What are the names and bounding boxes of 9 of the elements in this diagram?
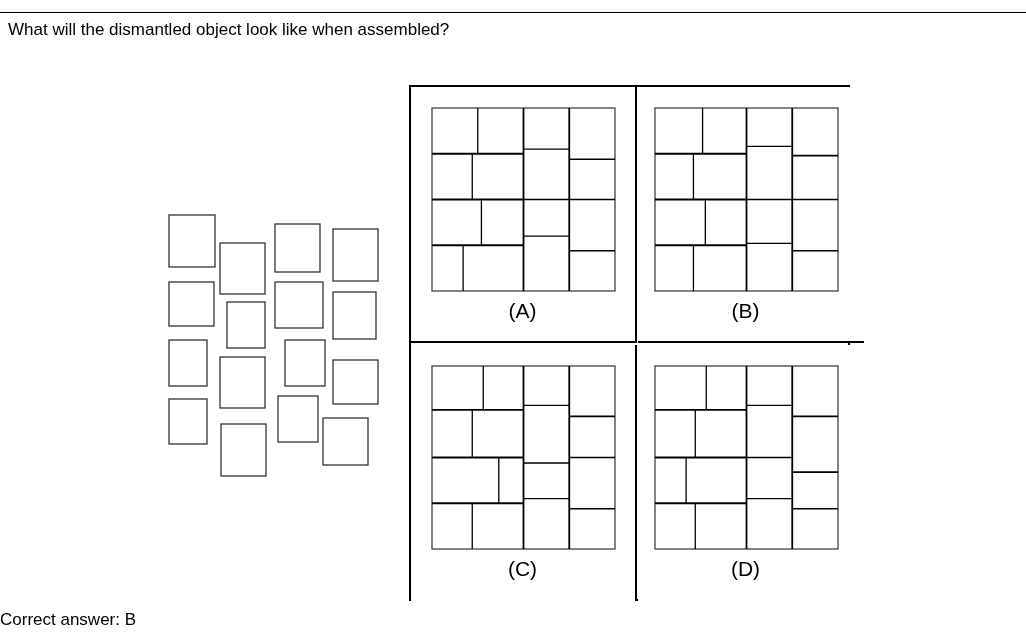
option-letter: (C) xyxy=(506,557,539,581)
answer-caption: Correct answer: B xyxy=(0,610,137,630)
answer-option-panel xyxy=(411,87,637,343)
option-letter: (D) xyxy=(729,557,762,581)
question-text: What will the dismantled object look like when assembled? xyxy=(8,20,450,40)
answer-option-panel xyxy=(411,345,637,601)
answer-option-panel xyxy=(638,87,864,343)
option-letter: (B) xyxy=(730,299,761,323)
option-letter: (A) xyxy=(507,299,538,323)
